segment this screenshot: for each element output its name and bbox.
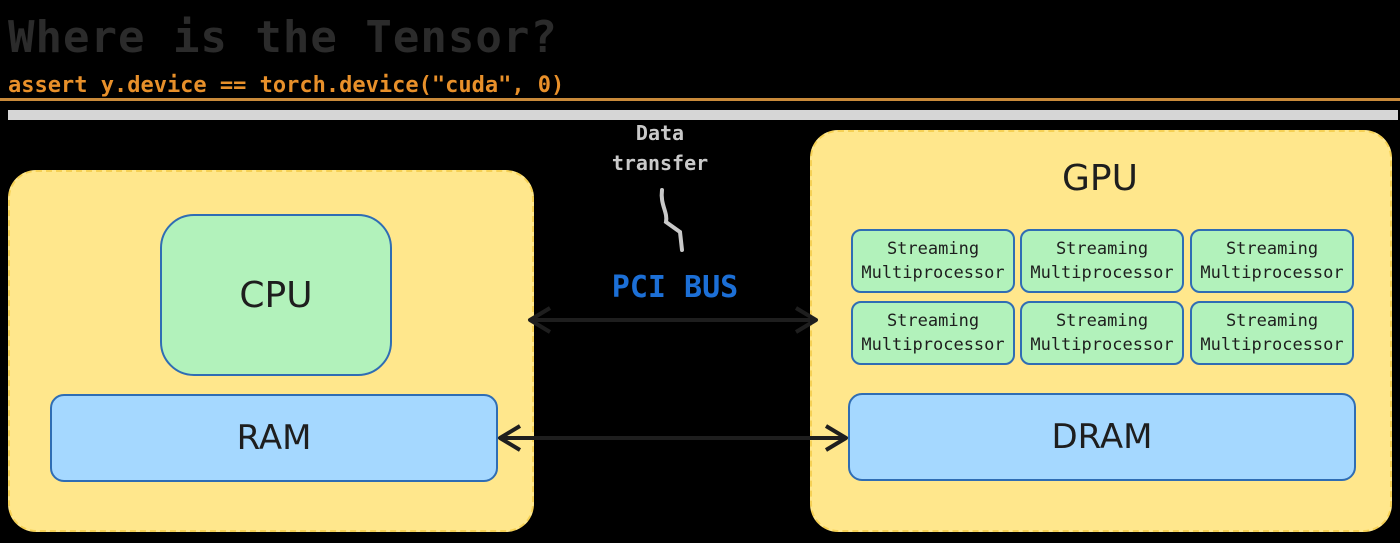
header-divider-orange	[0, 98, 1400, 101]
pci-arrowhead-left	[528, 306, 552, 334]
gpu-label: GPU	[1062, 158, 1138, 199]
sm-label-line1: Streaming	[1225, 239, 1319, 259]
data-transfer-note: Data transfer	[611, 121, 709, 175]
sm-label-line2: Multiprocessor	[1030, 263, 1174, 283]
sm-label-line2: Multiprocessor	[1200, 263, 1344, 283]
memory-arrowhead-right	[824, 424, 848, 452]
sm-label-line1: Streaming	[1225, 311, 1319, 331]
streaming-multiprocessor: Streaming Multiprocessor	[1020, 301, 1184, 365]
sm-label-line1: Streaming	[886, 311, 980, 331]
streaming-multiprocessor: Streaming Multiprocessor	[1190, 229, 1354, 293]
memory-arrowhead-left	[498, 424, 522, 452]
sm-label-line2: Multiprocessor	[1030, 335, 1174, 355]
sm-label-line1: Streaming	[1055, 239, 1149, 259]
streaming-multiprocessor: Streaming Multiprocessor	[1020, 229, 1184, 293]
note-pointer-arrow	[659, 188, 684, 252]
sm-label-line2: Multiprocessor	[861, 335, 1005, 355]
streaming-multiprocessor: Streaming Multiprocessor	[851, 301, 1015, 365]
pci-arrowhead-right	[794, 306, 818, 334]
sm-label-line2: Multiprocessor	[1200, 335, 1344, 355]
streaming-multiprocessor: Streaming Multiprocessor	[851, 229, 1015, 293]
header-divider-gray	[8, 110, 1398, 120]
sm-label-line1: Streaming	[886, 239, 980, 259]
code-snippet: assert y.device == torch.device("cuda", …	[8, 73, 565, 98]
cpu-box: CPU	[160, 214, 392, 376]
dram-box: DRAM	[848, 393, 1356, 481]
sm-label-line2: Multiprocessor	[861, 263, 1005, 283]
page-title: Where is the Tensor?	[8, 12, 558, 63]
pci-bus-label: PCI BUS	[611, 270, 739, 305]
ram-box: RAM	[50, 394, 498, 482]
sm-label-line1: Streaming	[1055, 311, 1149, 331]
streaming-multiprocessor: Streaming Multiprocessor	[1190, 301, 1354, 365]
